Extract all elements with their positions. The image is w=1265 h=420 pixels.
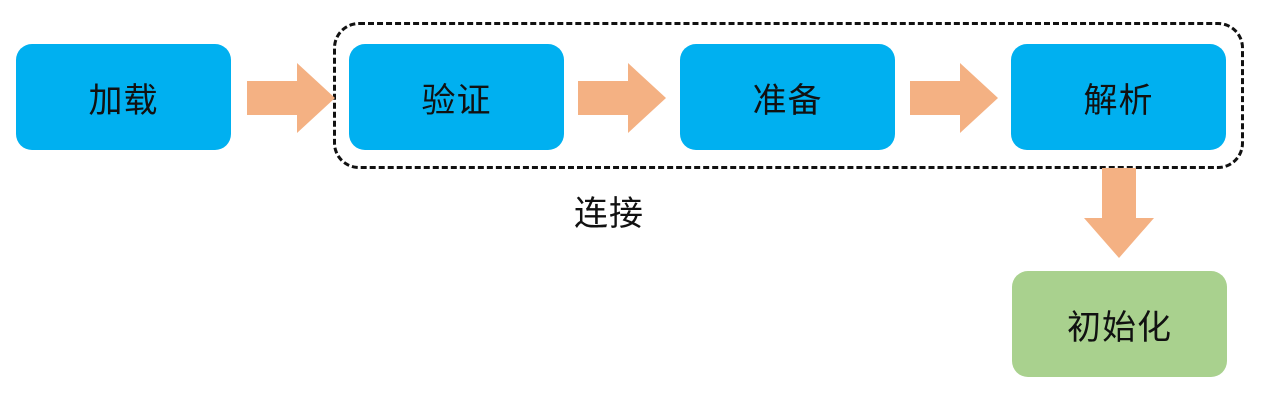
node-verify: 验证 — [349, 44, 564, 150]
node-prepare-label: 准备 — [752, 80, 823, 121]
node-verify-label: 验证 — [421, 80, 492, 121]
node-resolve: 解析 — [1011, 44, 1226, 150]
arrow-verify-to-prepare — [578, 63, 666, 133]
arrow-load-to-verify — [247, 63, 335, 133]
node-load: 加载 — [16, 44, 231, 150]
node-resolve-label: 解析 — [1083, 80, 1154, 121]
arrow-prepare-to-resolve — [910, 63, 998, 133]
node-initialize: 初始化 — [1012, 271, 1227, 377]
linking-group-border — [333, 22, 1244, 169]
node-load-label: 加载 — [88, 80, 159, 121]
arrow-resolve-to-initialize — [1084, 168, 1154, 258]
linking-group-label: 连接 — [574, 194, 644, 234]
node-initialize-label: 初始化 — [1067, 307, 1172, 348]
node-prepare: 准备 — [680, 44, 895, 150]
